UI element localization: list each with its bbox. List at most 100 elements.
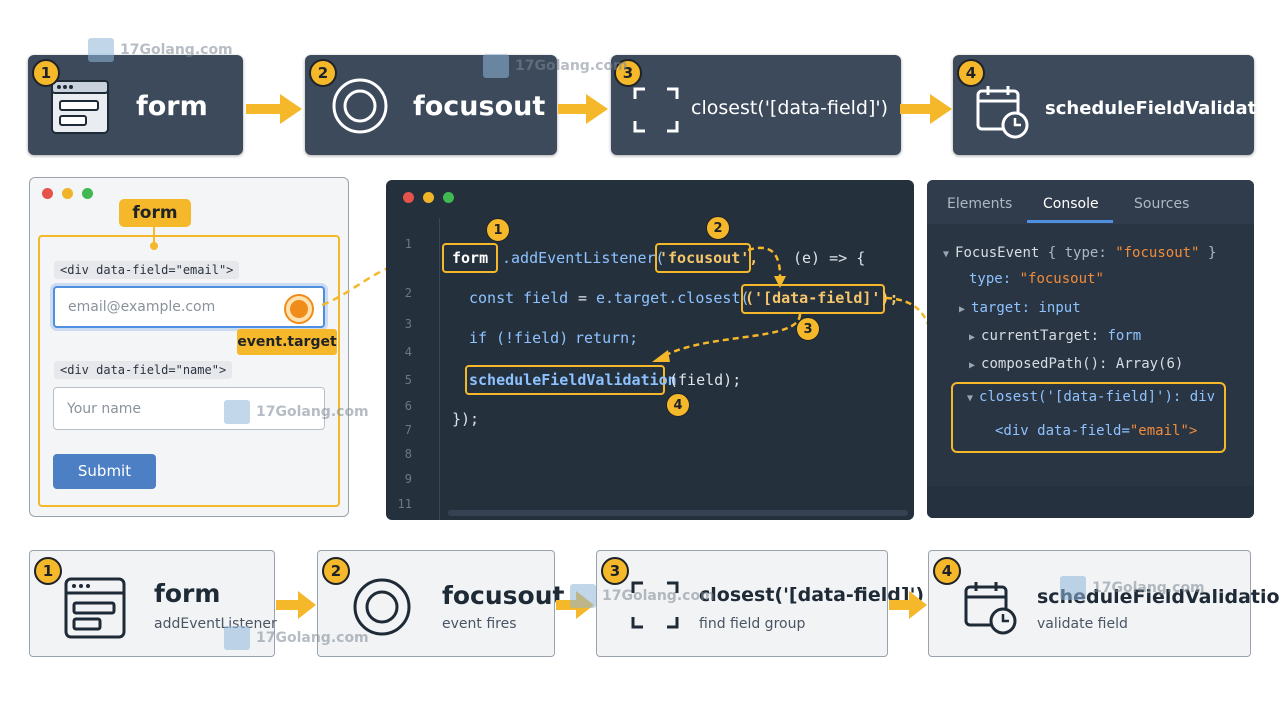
code-highlight-selector	[741, 284, 885, 314]
watermark-text: 17Golang.com	[256, 630, 369, 646]
top-step-label: closest('[data-field]')	[691, 97, 889, 119]
code-callout-badge: 1	[486, 218, 510, 242]
step-badge: 1	[32, 59, 60, 87]
top-step-closest: closest('[data-field]')	[611, 55, 901, 155]
window-maximize-dot	[443, 192, 454, 203]
gutter-divider	[439, 218, 440, 520]
console-closest-line[interactable]: ▼closest('[data-field]'): div	[967, 389, 1215, 405]
bottom-step-schedule: scheduleFieldValidation validate field	[928, 550, 1280, 657]
watermark-logo-icon	[483, 54, 509, 78]
code-schedule-call: scheduleFieldValidation	[469, 371, 677, 389]
email-input[interactable]: email@example.com	[53, 286, 325, 328]
event-target-label: event.target	[237, 329, 337, 355]
focus-target-marker-icon	[284, 294, 314, 324]
expand-triangle-icon[interactable]: ▼	[943, 249, 950, 260]
flow-arrow-icon	[246, 94, 302, 124]
code-condition: (!field)	[496, 329, 569, 347]
bottom-step-title: scheduleFieldValidation	[1037, 586, 1280, 608]
expand-triangle-icon[interactable]: ▼	[967, 393, 974, 404]
flow-arrow-icon	[558, 94, 608, 124]
window-minimize-dot	[423, 192, 434, 203]
html-attr-value: "email">	[1129, 423, 1198, 439]
line-number: 3	[404, 317, 412, 331]
bottom-step-subtitle: validate field	[1037, 616, 1128, 632]
window-minimize-dot	[62, 188, 73, 199]
line-number: 9	[404, 472, 412, 486]
watermark: 17Golang.com	[224, 626, 369, 650]
watermark: 17Golang.com	[1060, 576, 1205, 600]
code-editor: 1 2 3 4 5 6 7 8 9 11 form .addEventListe…	[386, 180, 914, 520]
devtools-panel	[927, 180, 1254, 518]
expand-triangle-icon[interactable]: ▶	[969, 360, 976, 371]
console-composed-path-line[interactable]: ▶composedPath(): Array(6)	[969, 356, 1183, 372]
bottom-step-subtitle: find field group	[699, 616, 806, 632]
step-badge: 3	[601, 557, 629, 585]
watermark-text: 17Golang.com	[602, 588, 715, 604]
code-field-var: field	[523, 289, 569, 307]
line-number: 1	[404, 237, 412, 251]
connector-arrow-icon	[747, 246, 786, 288]
console-current-target-line[interactable]: ▶ currentTarget: form	[969, 328, 1141, 344]
event-open: { type:	[1047, 245, 1116, 261]
calendar-clock-icon	[976, 86, 1029, 139]
code-closest-call: e.target.closest(	[596, 289, 750, 307]
prop-key: target:	[971, 300, 1031, 316]
code-highlight-schedule	[465, 365, 665, 395]
code-selector: ('[data-field]');	[745, 289, 899, 307]
form-label: form	[119, 199, 191, 227]
step-badge: 3	[614, 59, 642, 87]
line-number: 7	[404, 423, 412, 437]
watermark: 17Golang.com	[88, 38, 233, 62]
html-attr: data-field=	[1037, 423, 1130, 439]
code-callout-badge: 2	[706, 216, 730, 240]
step-badge: 4	[957, 59, 985, 87]
dashed-selection-icon	[631, 581, 679, 629]
watermark-logo-icon	[88, 38, 114, 62]
submit-button[interactable]: Submit	[53, 454, 156, 489]
watermark-text: 17Golang.com	[515, 58, 628, 74]
console-type-line: type: "focusout"	[969, 271, 1104, 287]
prop-value: form	[1107, 328, 1142, 344]
watermark-logo-icon	[224, 626, 250, 650]
focus-ring-icon	[353, 578, 411, 636]
prop-value: "focusout"	[1019, 271, 1104, 287]
tab-sources[interactable]: Sources	[1134, 196, 1190, 212]
browser-window-icon	[51, 80, 109, 134]
console-target-line[interactable]: ▶target: input	[959, 300, 1081, 316]
watermark-text: 17Golang.com	[256, 404, 369, 420]
code-arrow-fn: (e) => {	[793, 249, 866, 267]
event-class: FocusEvent	[955, 245, 1040, 261]
email-field-tag: <div data-field="email">	[54, 261, 240, 279]
step-badge: 2	[322, 557, 350, 585]
code-highlight-focusout	[655, 243, 751, 273]
prop-key: currentTarget:	[981, 328, 1100, 344]
expand-triangle-icon[interactable]: ▶	[969, 332, 976, 343]
horizontal-scrollbar[interactable]	[448, 510, 908, 516]
tab-elements[interactable]: Elements	[947, 196, 1013, 212]
expand-triangle-icon[interactable]: ▶	[959, 304, 966, 315]
name-input[interactable]: Your name	[53, 387, 325, 430]
top-step-focusout: focusout	[305, 55, 557, 155]
prop-value: div	[1189, 389, 1216, 405]
line-number: 5	[404, 373, 412, 387]
closest-result-highlight	[951, 382, 1226, 453]
step-badge: 2	[309, 59, 337, 87]
form-label-connector-dot	[150, 242, 158, 250]
tab-console[interactable]: Console	[1043, 196, 1099, 212]
active-tab-underline	[1027, 220, 1113, 223]
prop-key: type:	[969, 271, 1012, 287]
line-number: 4	[404, 345, 412, 359]
window-maximize-dot	[82, 188, 93, 199]
step-badge: 4	[933, 557, 961, 585]
code-callout-badge: 3	[796, 317, 820, 341]
prop-value: Array(6)	[1115, 356, 1184, 372]
focus-ring-icon	[332, 78, 388, 134]
watermark-text: 17Golang.com	[120, 42, 233, 58]
console-event-line[interactable]: ▼FocusEvent { type: "focusout" }	[943, 245, 1216, 261]
event-close: }	[1207, 245, 1217, 261]
bottom-step-title: closest('[data-field]')	[699, 584, 925, 606]
top-step-label: scheduleFieldValidation	[1045, 98, 1280, 119]
line-number: 6	[404, 399, 412, 413]
console-div-line: <div data-field="email">	[995, 423, 1197, 439]
step-badge: 1	[34, 557, 62, 585]
